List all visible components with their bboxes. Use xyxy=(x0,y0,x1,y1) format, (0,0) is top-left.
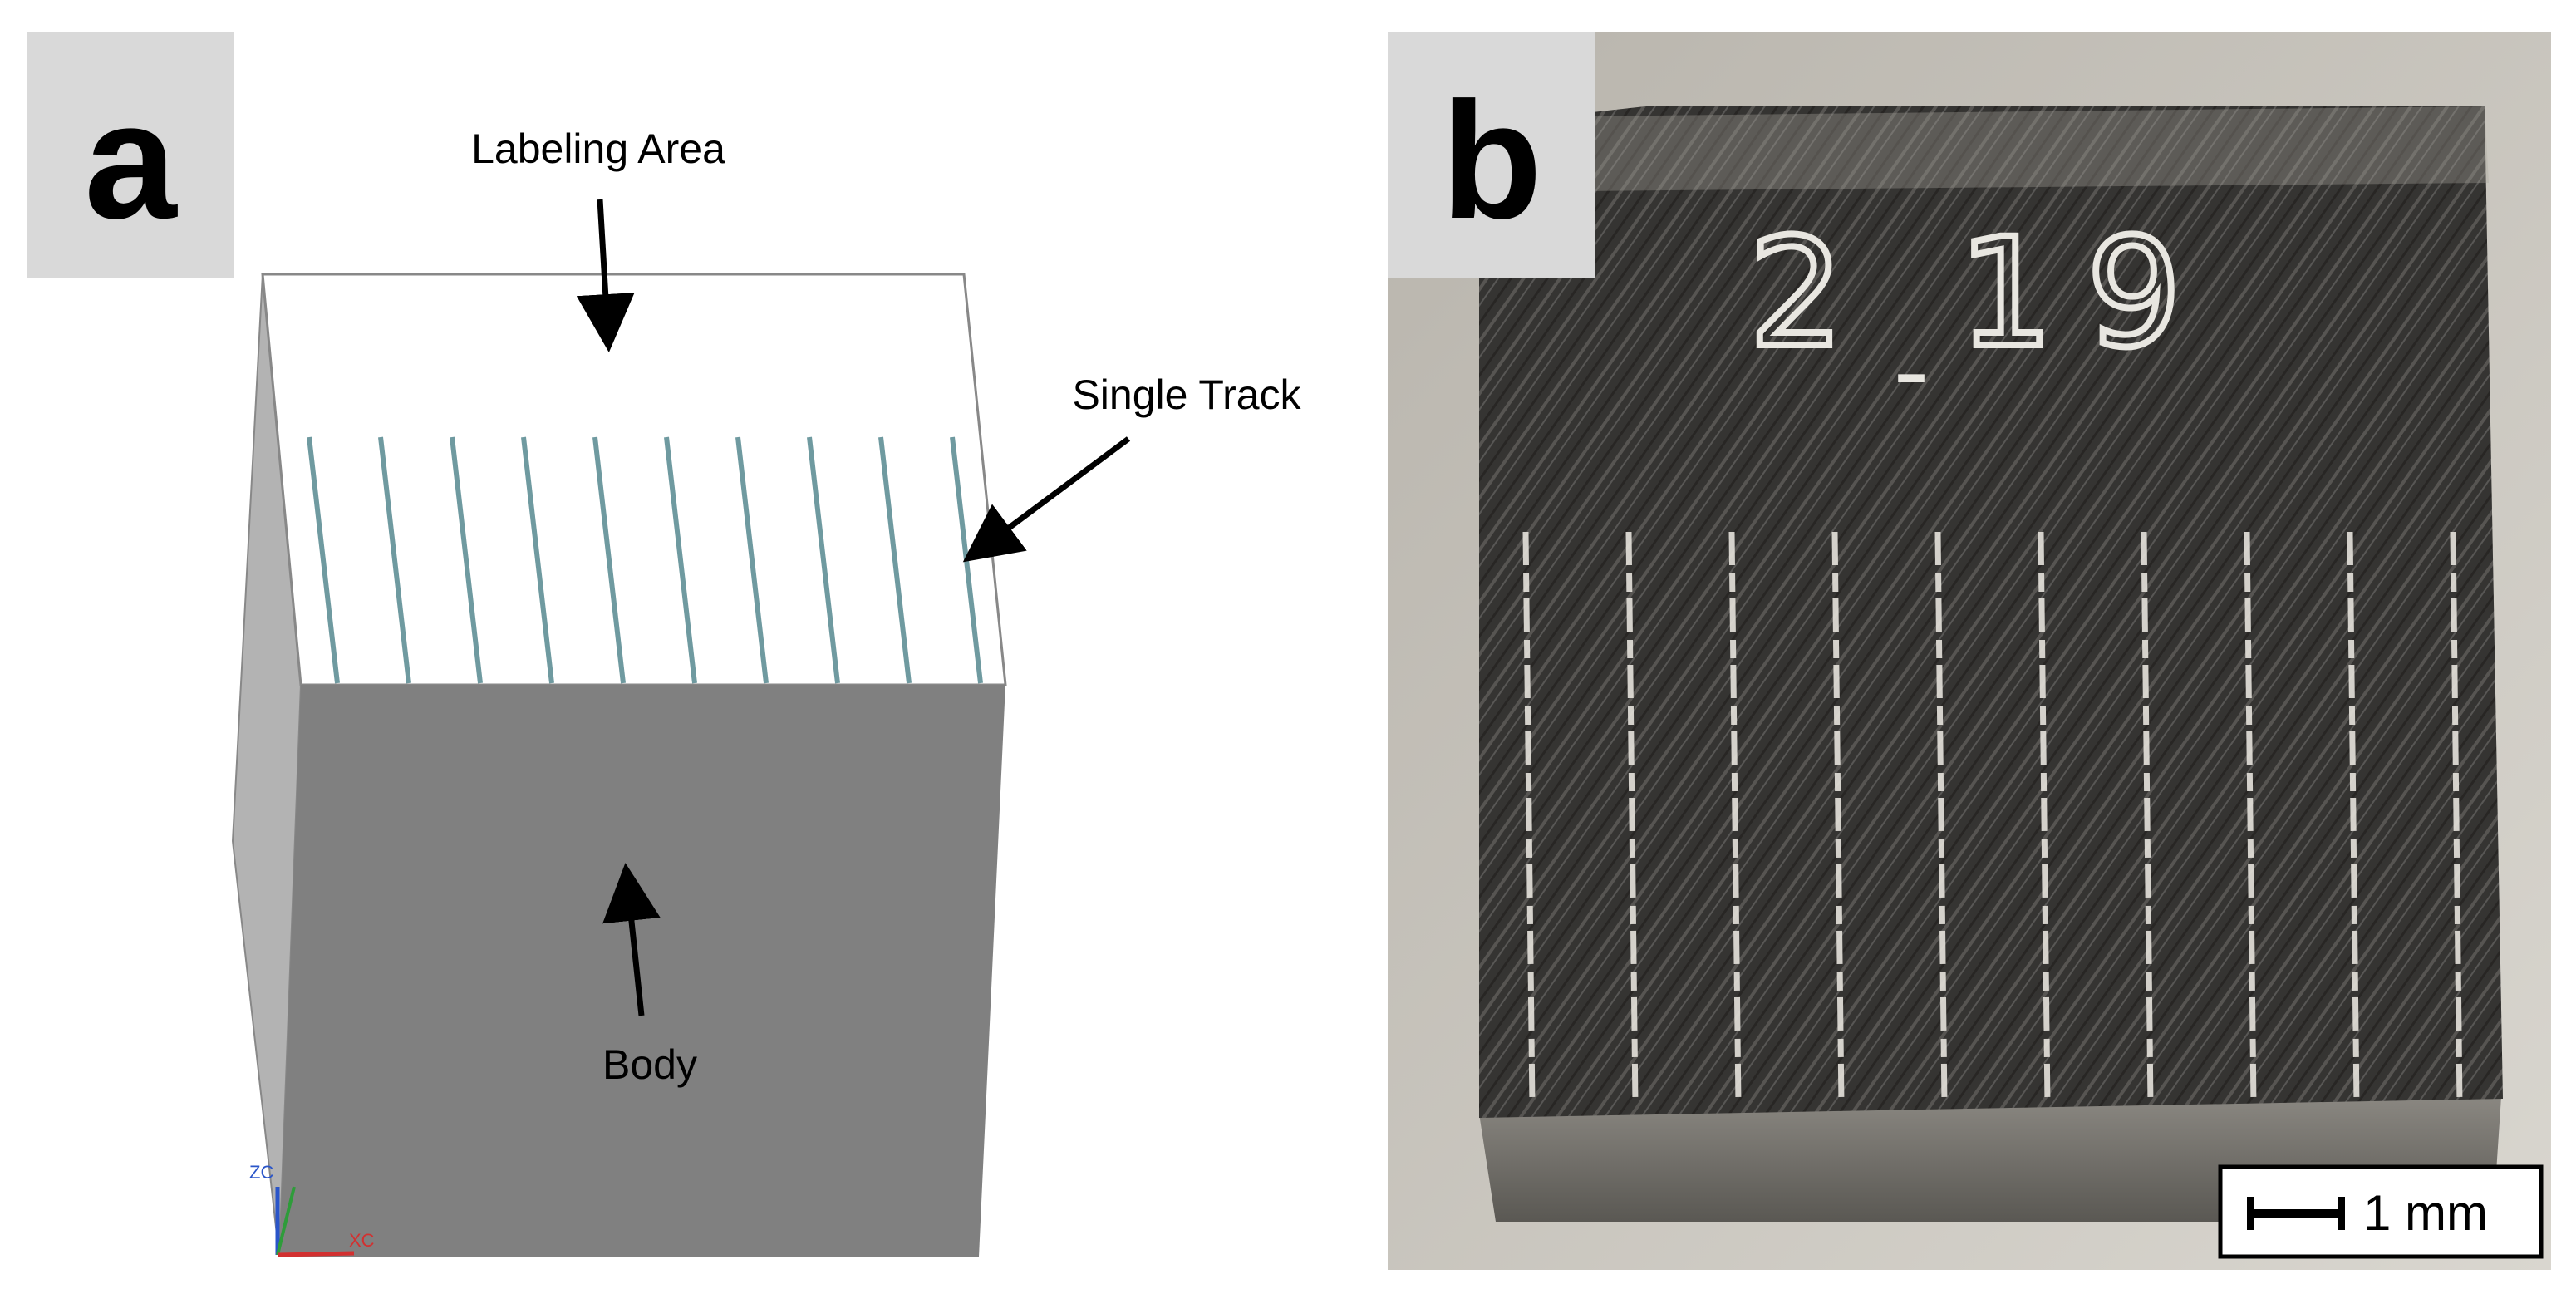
scale-bar: 1 mm xyxy=(2218,1164,2544,1259)
body-label: Body xyxy=(602,1041,697,1088)
single-track-label: Single Track xyxy=(1072,371,1301,418)
single-track-line xyxy=(735,436,769,684)
axis-triad: ZC XC xyxy=(249,1162,375,1257)
labeling-area-label: Labeling Area xyxy=(471,125,725,172)
photo-single-track-line xyxy=(2244,531,2257,1106)
photo-single-track-line xyxy=(1625,531,1639,1106)
scale-bar-label: 1 mm xyxy=(2363,1185,2488,1241)
panel-b: 2 19 - b 1 mm xyxy=(1388,32,2551,1270)
single-track-line xyxy=(450,436,483,684)
axis-x-line xyxy=(277,1251,355,1257)
axis-y-line xyxy=(276,1186,296,1256)
single-track-line xyxy=(307,436,340,684)
photo-single-track-line xyxy=(2347,531,2360,1106)
specimen-top-edge xyxy=(1579,106,2489,191)
panel-a-letter-badge xyxy=(27,32,234,278)
photo-single-tracks xyxy=(1522,531,2463,1106)
axis-z-label: ZC xyxy=(249,1162,273,1183)
body-face xyxy=(279,685,1005,1257)
labeling-area-arrow xyxy=(576,199,635,352)
photo-single-track-line xyxy=(1934,531,1948,1106)
body-arrow xyxy=(602,863,661,1016)
photo-single-track-line xyxy=(2450,531,2463,1106)
labeling-area-face xyxy=(261,273,1007,686)
photo-single-track-line xyxy=(1831,531,1845,1106)
engraved-label: 2 19 xyxy=(1749,207,2215,381)
engraved-underline: - xyxy=(1893,314,1929,430)
single-track-arrow xyxy=(962,436,1131,563)
panel-a: a Labeling Area Single Track Body ZC XC xyxy=(27,32,1302,1257)
single-track-line xyxy=(807,436,840,684)
single-track-line xyxy=(664,436,697,684)
panel-a-letter: a xyxy=(84,68,178,253)
axis-x-label: XC xyxy=(349,1230,375,1251)
single-track-line xyxy=(592,436,626,684)
single-track-line xyxy=(878,436,912,684)
photo-single-track-line xyxy=(2141,531,2154,1106)
single-tracks xyxy=(307,436,983,684)
single-track-line xyxy=(521,436,554,684)
photo-single-track-line xyxy=(2038,531,2051,1106)
photo-single-track-line xyxy=(1728,531,1742,1106)
panel-b-letter: b xyxy=(1441,68,1542,253)
panel-b-letter-badge xyxy=(1388,32,1595,278)
photo-single-track-line xyxy=(1522,531,1536,1106)
single-track-line xyxy=(378,436,411,684)
